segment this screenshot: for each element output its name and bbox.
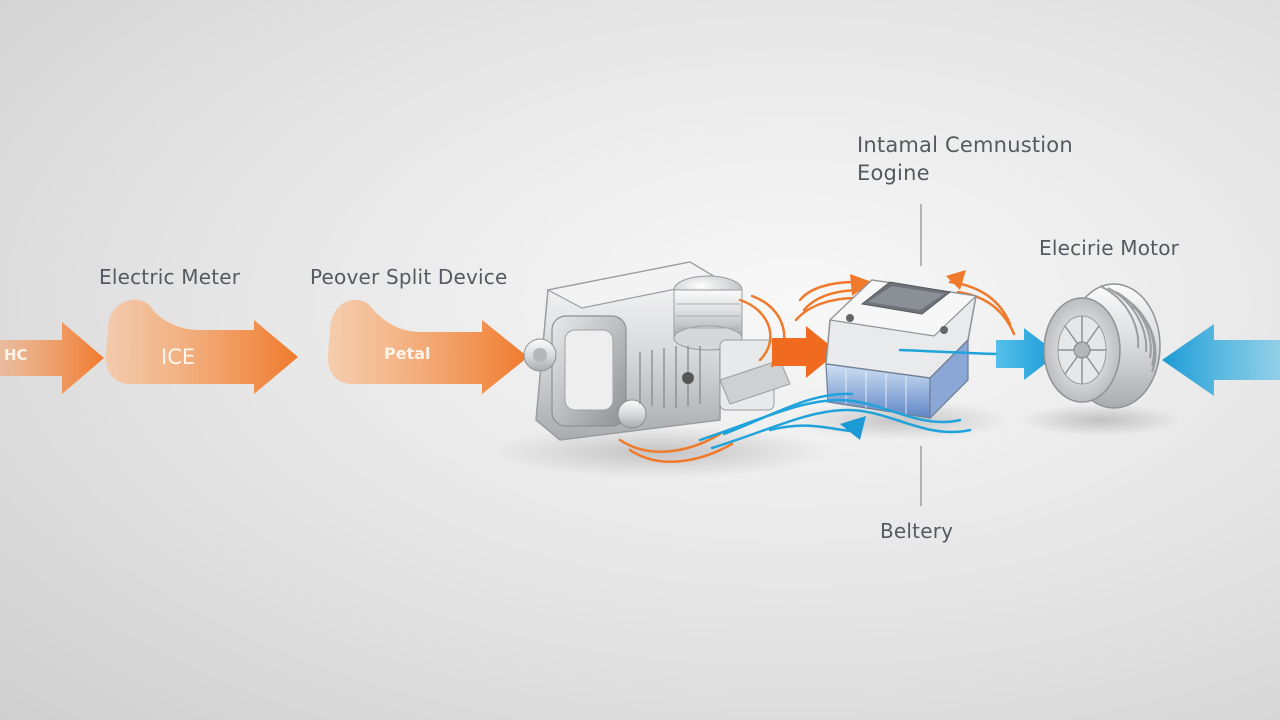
electric-motor-left-label: Electric Meter [99,265,241,289]
hc-label: HC [4,346,28,364]
battery-blue-arrow [840,416,866,440]
ice-flow-arrow [105,299,298,394]
ice-title-line1: Intamal Cemnustion [857,133,1073,157]
power-split-device-label: Peover Split Device [310,265,508,289]
electric-motor-right-label: Elecirie Motor [1039,236,1180,260]
battery-to-motor-arrow [996,328,1058,380]
ice-label: ICE [161,345,196,369]
ice-title-line2: Eogine [857,161,930,185]
engine-illustration [523,261,791,441]
internal-combustion-engine-label: Intamal Cemnustion Eogine [857,131,1073,187]
hc-arrow [0,322,104,394]
power-split-flow-arrow [327,299,528,394]
battery-label: Beltery [880,519,954,543]
blue-input-arrow [1162,324,1280,396]
motor-shadow [1020,404,1180,436]
petal-label: Petal [384,344,431,363]
battery-illustration [825,279,978,420]
engine-to-battery-arrow [772,326,838,378]
electric-motor-illustration [1043,283,1161,409]
battery-top-arrow-right [946,270,966,290]
battery-top-arrow-left [850,274,872,296]
